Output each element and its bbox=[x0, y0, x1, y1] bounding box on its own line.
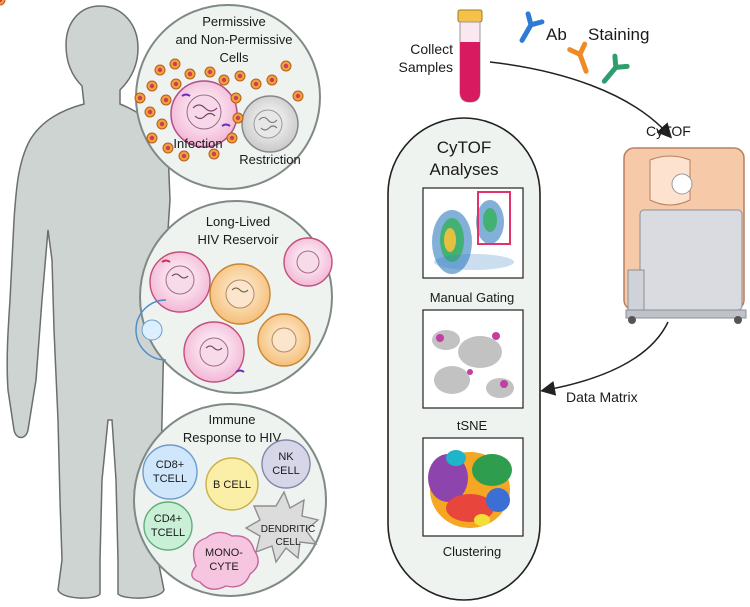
permissive-title-line-3: Cells bbox=[220, 50, 249, 65]
dendritic-label-line-2: CELL bbox=[275, 537, 300, 548]
data-matrix-label: Data Matrix bbox=[566, 389, 638, 405]
cytof-machine bbox=[623, 147, 747, 324]
b-cell: B CELL bbox=[205, 457, 259, 511]
ab-label: Ab bbox=[546, 25, 567, 44]
collect-samples-line-2: Samples bbox=[399, 59, 453, 75]
infection-label: Infection bbox=[173, 136, 222, 151]
arrow-to-cytof bbox=[489, 61, 673, 139]
cd4-tcell: CD4+ TCELL bbox=[143, 501, 193, 551]
immune-panel: Immune Response to HIV CD8+ TCELL B CELL… bbox=[133, 403, 327, 597]
staining-label: Staining bbox=[588, 25, 649, 44]
antibodies bbox=[519, 11, 630, 84]
cd4-label-line-2: TCELL bbox=[151, 527, 185, 539]
monocyte-label-line-2: CYTE bbox=[209, 561, 238, 573]
manual-gating-plot bbox=[422, 187, 524, 279]
monocyte: MONO- CYTE bbox=[191, 531, 259, 590]
reservoir-title-line-2: HIV Reservoir bbox=[198, 232, 280, 247]
cd8-label-line-2: TCELL bbox=[153, 473, 187, 485]
human-body-silhouette bbox=[6, 5, 171, 599]
tsne-plot bbox=[422, 309, 524, 409]
nk-label-line-2: CELL bbox=[272, 465, 300, 477]
dendritic-label-line-1: DENDRITIC bbox=[261, 524, 315, 535]
reservoir-panel: Long-Lived HIV Reservoir bbox=[135, 200, 333, 394]
reservoir-title-line-1: Long-Lived bbox=[206, 214, 270, 229]
tsne-label: tSNE bbox=[457, 418, 488, 433]
analyses-panel: CyTOF Analyses Manual Gating tSNE bbox=[387, 117, 541, 601]
analyses-title-line-1: CyTOF bbox=[437, 138, 491, 157]
restriction-label: Restriction bbox=[239, 152, 300, 167]
analyses-title-line-2: Analyses bbox=[430, 160, 499, 179]
dendritic-cell: DENDRITIC CELL bbox=[244, 490, 320, 564]
immune-title-line-2: Response to HIV bbox=[183, 430, 282, 445]
manual-gating-label: Manual Gating bbox=[430, 290, 515, 305]
permissive-title-line-1: Permissive bbox=[202, 14, 266, 29]
arrow-to-analyses bbox=[540, 321, 669, 396]
reservoir-cells bbox=[135, 237, 333, 383]
sample-tube bbox=[457, 9, 483, 103]
permissive-title-line-2: and Non-Permissive bbox=[175, 32, 292, 47]
cd4-label-line-1: CD4+ bbox=[154, 513, 182, 525]
cd8-tcell: CD8+ TCELL bbox=[142, 444, 198, 500]
permissive-panel: Permissive and Non-Permissive Cells bbox=[0, 0, 321, 190]
hiv-virions bbox=[0, 0, 304, 162]
bcell-label: B CELL bbox=[213, 479, 251, 491]
nk-cell: NK CELL bbox=[261, 439, 311, 489]
immune-title-line-1: Immune bbox=[209, 412, 256, 427]
nk-label-line-1: NK bbox=[278, 451, 294, 463]
gate-box bbox=[477, 191, 511, 245]
cd8-label-line-1: CD8+ bbox=[156, 459, 184, 471]
monocyte-label-line-1: MONO- bbox=[205, 547, 243, 559]
cytof-machine-label: CyTOF bbox=[646, 123, 691, 139]
infected-cell-nucleus bbox=[186, 94, 222, 130]
clustering-plot bbox=[422, 437, 524, 537]
collect-samples-line-1: Collect bbox=[410, 41, 453, 57]
clustering-label: Clustering bbox=[443, 544, 502, 559]
